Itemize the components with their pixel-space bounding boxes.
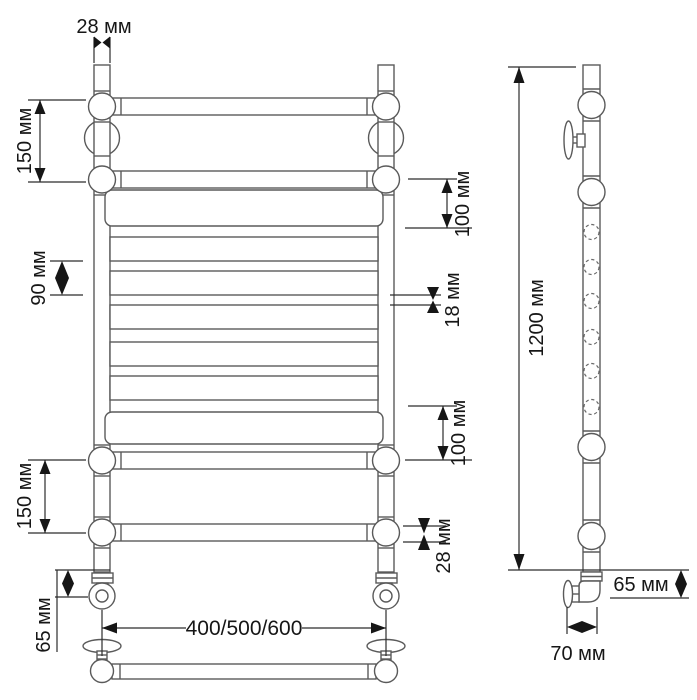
- ball-joint: [577, 521, 606, 551]
- ball-joint: [371, 92, 401, 121]
- ball-joint: [371, 518, 401, 547]
- dim-pipe-diameter-top: 28 мм: [76, 16, 132, 63]
- dim-label-pipe-diameter-bottom: 28 мм: [433, 518, 455, 573]
- dim-label-wall-offset: 70 мм: [550, 643, 605, 665]
- bottom-fitting-left: [88, 572, 116, 610]
- wall-flange: [563, 120, 574, 160]
- dim-label-total-height: 1200 мм: [526, 279, 548, 357]
- side-view: [562, 64, 606, 609]
- ball-joint: [87, 446, 117, 475]
- dim-spacing-bottom: 150 мм: [14, 459, 86, 534]
- dim-label-spacing-upper-right: 100 мм: [452, 171, 474, 237]
- ball-joint: [87, 92, 117, 121]
- side-wall-bracket: [563, 120, 586, 160]
- dim-wall-offset: 70 мм: [550, 607, 606, 665]
- ball-joint: [577, 90, 606, 120]
- dim-width-options: 400/500/600: [101, 610, 387, 656]
- dim-outlet-drop: 65 мм: [610, 570, 689, 599]
- dim-label-spacing-top: 150 мм: [14, 108, 36, 174]
- flat-rung: [109, 375, 379, 401]
- dim-total-height: 1200 мм: [508, 66, 689, 571]
- ball-joint: [371, 165, 401, 194]
- flat-rung: [109, 304, 379, 330]
- flat-rung: [109, 341, 379, 367]
- flat-rungs: [109, 236, 379, 401]
- dim-label-outlet-drop: 65 мм: [613, 574, 668, 596]
- ball-rung-2: [87, 165, 401, 194]
- ball-rung-1: [87, 92, 401, 121]
- top-panel-rung: [104, 189, 384, 227]
- dim-spacing-top: 150 мм: [14, 99, 86, 183]
- flat-rung: [109, 270, 379, 296]
- bottom-fitting-right: [372, 572, 400, 610]
- left-vertical-tube: [93, 64, 111, 573]
- ball-joint: [577, 177, 606, 207]
- ball-joint: [371, 446, 401, 475]
- ball-joint: [373, 658, 399, 684]
- ball-joint: [577, 432, 606, 462]
- ball-joint: [87, 518, 117, 547]
- dim-label-flat-pipe-pitch: 90 мм: [28, 250, 50, 305]
- elbow-body: [578, 580, 601, 603]
- bottom-panel-rung: [104, 411, 384, 445]
- dim-pipe-diameter-bottom: 28 мм: [403, 518, 455, 574]
- hidden-rung-holes: [583, 223, 600, 416]
- dim-label-width-options: 400/500/600: [186, 617, 303, 640]
- right-vertical-tube: [377, 64, 395, 573]
- side-bottom-elbow: [562, 571, 603, 609]
- ball-rung-3: [87, 446, 401, 475]
- dim-spacing-upper-right: 100 мм: [405, 171, 474, 237]
- front-view: [82, 64, 406, 684]
- dim-label-spacing-lower-right: 100 мм: [448, 400, 470, 466]
- side-collar-ticks: [583, 88, 600, 553]
- flat-rung: [109, 236, 379, 262]
- dim-outlet-height: 65 мм: [33, 569, 110, 653]
- bar-tube: [111, 663, 377, 680]
- dim-flat-pipe-pitch: 90 мм: [28, 250, 83, 306]
- dim-label-outlet-height: 65 мм: [33, 597, 55, 652]
- dim-spacing-lower-right: 100 мм: [405, 400, 472, 466]
- dim-label-spacing-bottom: 150 мм: [14, 463, 36, 529]
- dim-flat-pipe-gap: 18 мм: [390, 272, 464, 328]
- wall-flange: [562, 579, 574, 609]
- dim-label-flat-pipe-gap: 18 мм: [442, 272, 464, 327]
- tube-collar-ticks: [94, 90, 394, 549]
- ball-joint: [87, 165, 117, 194]
- wall-bracket-bar: [82, 638, 406, 684]
- dim-label-pipe-diameter-top: 28 мм: [76, 16, 131, 38]
- ball-rung-4: [87, 518, 401, 547]
- ball-joint: [89, 658, 115, 684]
